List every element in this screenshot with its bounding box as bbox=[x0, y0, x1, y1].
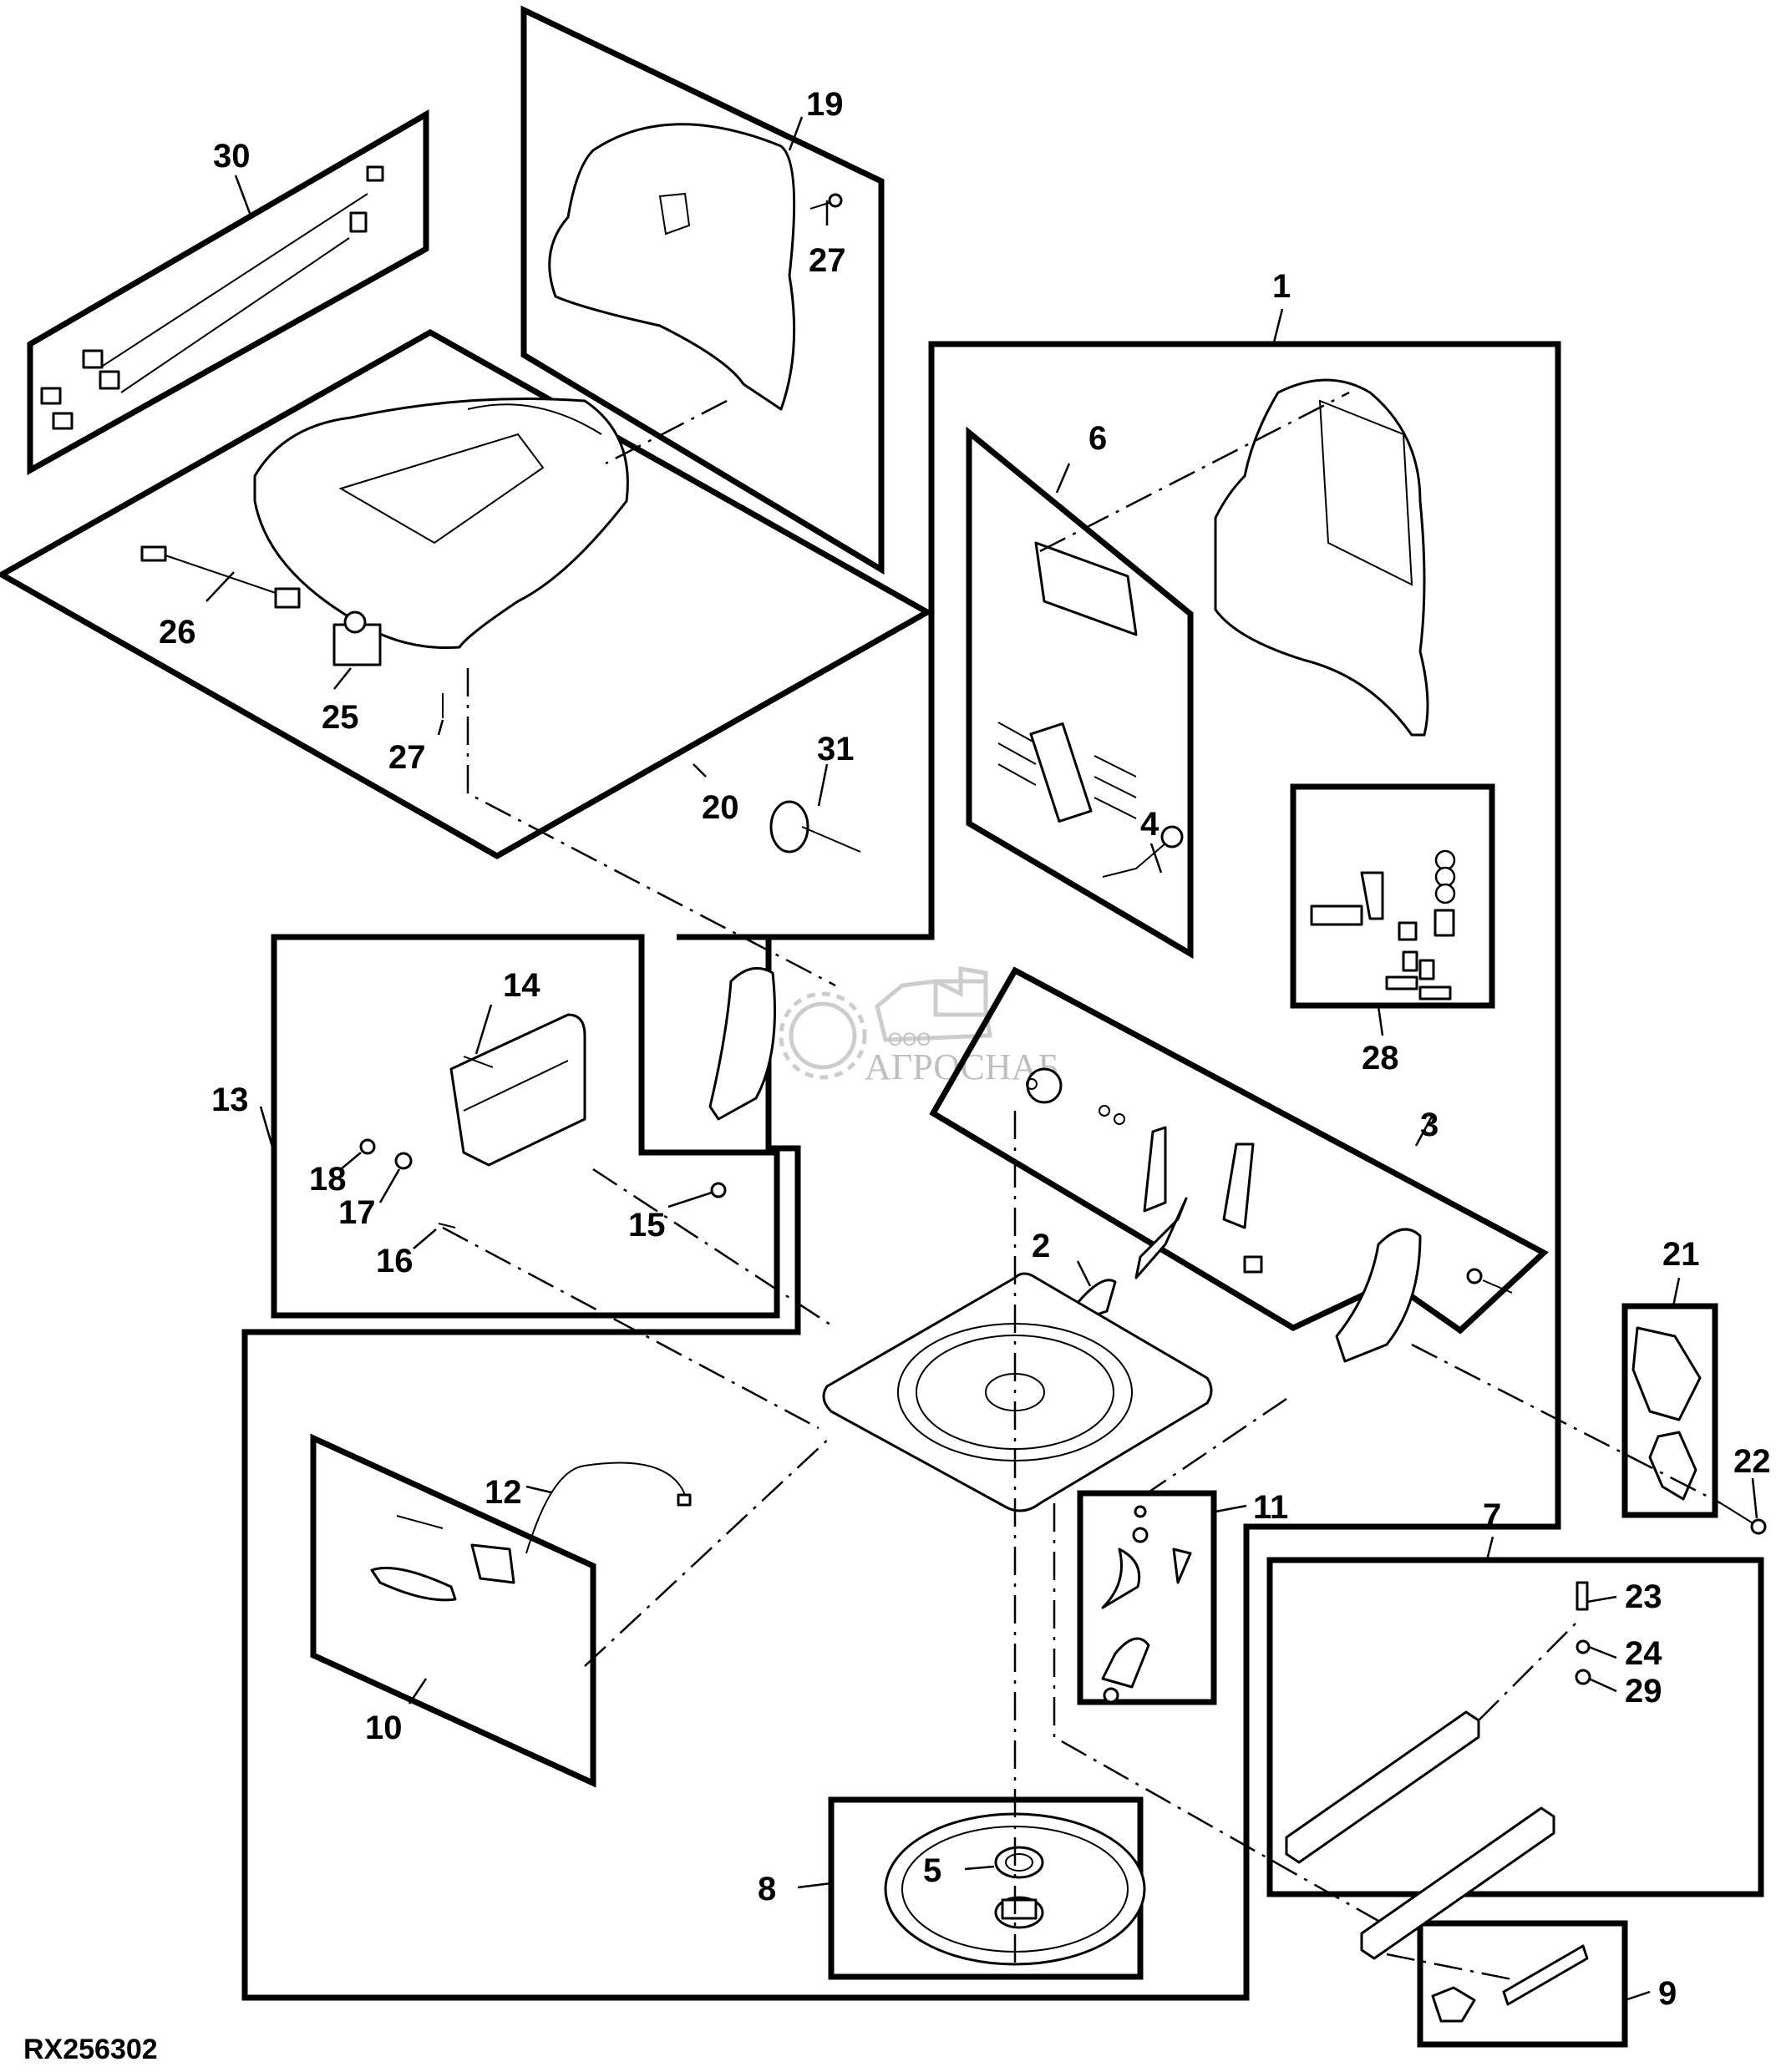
callout-6: 6 bbox=[1088, 420, 1107, 457]
callout-31: 31 bbox=[817, 731, 855, 768]
leader-lines bbox=[206, 116, 1758, 2002]
seat-switch bbox=[332, 610, 382, 666]
slide-rail-lower bbox=[1360, 1806, 1555, 1960]
bolt-icon bbox=[1482, 1279, 1513, 1294]
combine-harvester-icon bbox=[875, 966, 992, 1042]
washer-icon bbox=[394, 1152, 413, 1170]
screw-icon bbox=[438, 1223, 456, 1229]
callout-9: 9 bbox=[1658, 1975, 1677, 2012]
callout-13: 13 bbox=[211, 1082, 249, 1118]
panel-suspension bbox=[966, 426, 1194, 960]
callout-25: 25 bbox=[322, 699, 359, 736]
swivel-pivot bbox=[994, 1896, 1044, 1929]
callout-7: 7 bbox=[1483, 1497, 1501, 1534]
callout-12: 12 bbox=[485, 1474, 522, 1511]
cable-tie bbox=[769, 800, 861, 854]
bolt-icon bbox=[1720, 1502, 1767, 1535]
explode-lines bbox=[442, 391, 1722, 1981]
watermark-prefix: ООО bbox=[888, 1029, 931, 1050]
gear-icon bbox=[779, 991, 867, 1080]
callout-23: 23 bbox=[1625, 1578, 1662, 1615]
box-swivel-lock bbox=[1077, 1490, 1217, 1705]
callout-1: 1 bbox=[1272, 268, 1291, 305]
callout-26: 26 bbox=[159, 614, 196, 651]
callout-labels: 1 2 3 4 5 6 7 8 9 10 11 12 13 14 15 16 1… bbox=[159, 86, 1771, 2012]
callout-22: 22 bbox=[1733, 1443, 1771, 1480]
callout-20: 20 bbox=[702, 789, 739, 826]
box-slide-rails bbox=[1266, 1557, 1764, 1897]
panel-wiring-harness bbox=[27, 109, 429, 475]
callout-27-backrest: 27 bbox=[809, 242, 846, 279]
panel-backrest-cushion bbox=[520, 5, 885, 575]
bolt-icon bbox=[1576, 1581, 1589, 1611]
callout-21: 21 bbox=[1662, 1236, 1700, 1273]
box-armrest bbox=[271, 934, 780, 1319]
callout-15: 15 bbox=[628, 1207, 666, 1244]
callout-10: 10 bbox=[365, 1710, 403, 1746]
bolt-icon bbox=[463, 1056, 494, 1068]
box-slide-latch bbox=[1417, 1920, 1628, 2048]
panel-seat-cushion bbox=[0, 328, 934, 860]
callout-19: 19 bbox=[806, 86, 844, 123]
callout-5: 5 bbox=[923, 1852, 941, 1889]
armrest-bracket bbox=[449, 1013, 586, 1167]
box-mounting-hardware bbox=[1290, 783, 1495, 1009]
callout-30: 30 bbox=[213, 138, 251, 175]
figure-code: RX256302 bbox=[23, 2034, 158, 2065]
nut-icon bbox=[710, 1182, 727, 1198]
nut-icon bbox=[359, 1138, 376, 1155]
seat-belt-buckle bbox=[1631, 1326, 1702, 1501]
callout-28: 28 bbox=[1362, 1040, 1399, 1077]
callout-11: 11 bbox=[1253, 1489, 1288, 1526]
washer-icon bbox=[1576, 1639, 1591, 1654]
callout-16: 16 bbox=[376, 1243, 414, 1279]
mounting-hardware-kit bbox=[1310, 849, 1456, 1001]
box-seat-belt bbox=[1621, 1303, 1718, 1518]
nut-icon bbox=[1575, 1669, 1591, 1685]
slide-latch bbox=[1431, 1944, 1589, 2023]
callout-17: 17 bbox=[338, 1194, 376, 1231]
washer-icon bbox=[1466, 1268, 1483, 1284]
panel-swivel-lever bbox=[310, 1433, 596, 1788]
screw-icon bbox=[809, 193, 843, 210]
seat-base-plate bbox=[822, 1272, 1213, 1512]
suspension-mechanism bbox=[997, 541, 1138, 823]
callout-14: 14 bbox=[503, 967, 540, 1004]
swivel-cable bbox=[525, 1462, 692, 1554]
swivel-lock-mechanism bbox=[1101, 1505, 1192, 1704]
seat-cushion bbox=[253, 398, 629, 650]
callout-18: 18 bbox=[309, 1161, 347, 1198]
knob bbox=[1102, 825, 1184, 878]
callout-3: 3 bbox=[1420, 1107, 1439, 1143]
wiring-harness bbox=[40, 165, 384, 430]
slide-rail-upper bbox=[1285, 1710, 1480, 1864]
switch-harness bbox=[140, 545, 301, 609]
backrest-frame bbox=[1214, 378, 1429, 737]
side-plate-right bbox=[1335, 1228, 1422, 1363]
callout-24: 24 bbox=[1625, 1635, 1662, 1672]
callout-27-seat: 27 bbox=[388, 739, 426, 776]
side-plate-left bbox=[708, 966, 776, 1121]
backrest-cushion bbox=[548, 123, 796, 411]
bolt-icon bbox=[396, 1515, 444, 1529]
recliner-mechanism bbox=[1026, 1067, 1263, 1279]
bearing-washer bbox=[994, 1846, 1044, 1879]
callout-2: 2 bbox=[1032, 1228, 1050, 1264]
callout-8: 8 bbox=[758, 1871, 776, 1907]
watermark: ООО АГРОСНАБ bbox=[779, 966, 1059, 1087]
callout-4: 4 bbox=[1140, 806, 1159, 843]
callout-29: 29 bbox=[1625, 1673, 1662, 1710]
swivel-lever bbox=[370, 1543, 515, 1602]
